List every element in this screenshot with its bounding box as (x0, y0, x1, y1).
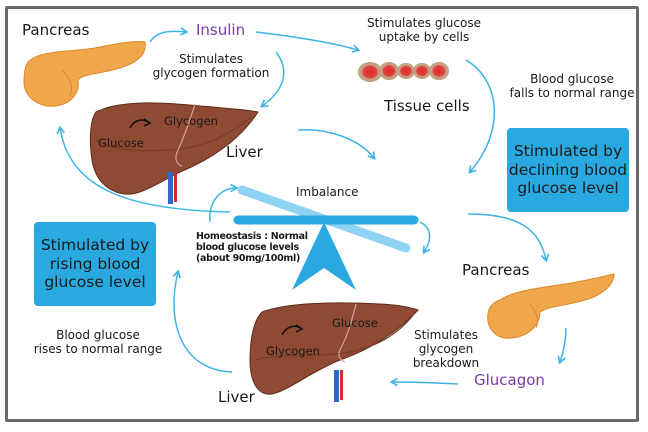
pancreas-top-label: Pancreas (22, 21, 90, 39)
arrow-pancreas-to-glucagon (557, 327, 567, 365)
glucose-falls-text: Blood glucose falls to normal range (509, 72, 635, 100)
tissue-cells-icon (358, 62, 449, 82)
liver-bottom-from: Glycogen (266, 344, 320, 358)
rising-stimulus-box: Stimulated by rising blood glucose level (34, 222, 156, 306)
pancreas-bottom-icon (487, 273, 615, 339)
glucose-rises-text: Blood glucose rises to normal range (33, 328, 163, 356)
cell-action-text: Stimulates glucose uptake by cells (367, 16, 481, 44)
pancreas-top-icon (23, 41, 146, 107)
arrow-to-pancreas-bottom (467, 213, 550, 263)
pancreas-bottom-label: Pancreas (462, 261, 530, 279)
tissue-cells-label: Tissue cells (384, 97, 470, 115)
arrow-liver-to-imbalance (297, 129, 376, 160)
imbalance-label: Imbalance (296, 185, 359, 199)
seesaw-icon (233, 185, 419, 290)
arrow-rise-to-homeostasis (172, 269, 233, 373)
arrow-insulin-to-liver (259, 51, 285, 108)
arrow-to-pancreas-top (56, 125, 231, 213)
liver-top-to: Glycogen (164, 114, 218, 128)
arrow-seesaw-down (419, 221, 431, 255)
liver-top-icon (89, 102, 259, 204)
flow-arrows (56, 27, 567, 387)
liver-top-label: Liver (226, 143, 263, 161)
glucagon-action-text: Stimulates glycogen breakdown (412, 328, 480, 370)
arrow-to-imbalance (209, 183, 239, 223)
insulin-label: Insulin (196, 21, 246, 39)
liver-bottom-icon (249, 302, 419, 402)
insulin-action-text: Stimulates glycogen formation (152, 52, 270, 80)
arrow-cells-to-decline (465, 59, 496, 174)
liver-top-from: Glucose (98, 136, 144, 150)
arrow-pancreas-to-insulin (149, 27, 189, 43)
liver-bottom-to: Glucose (332, 316, 378, 330)
glucagon-label: Glucagon (474, 371, 545, 389)
arrow-insulin-to-cells (255, 31, 361, 53)
homeostasis-label: Homeostasis : Normal blood glucose level… (196, 231, 308, 264)
liver-bottom-label: Liver (218, 388, 255, 406)
declining-stimulus-box: Stimulated by declining blood glucose le… (507, 128, 629, 212)
arrow-glucagon-to-liver (389, 377, 459, 387)
